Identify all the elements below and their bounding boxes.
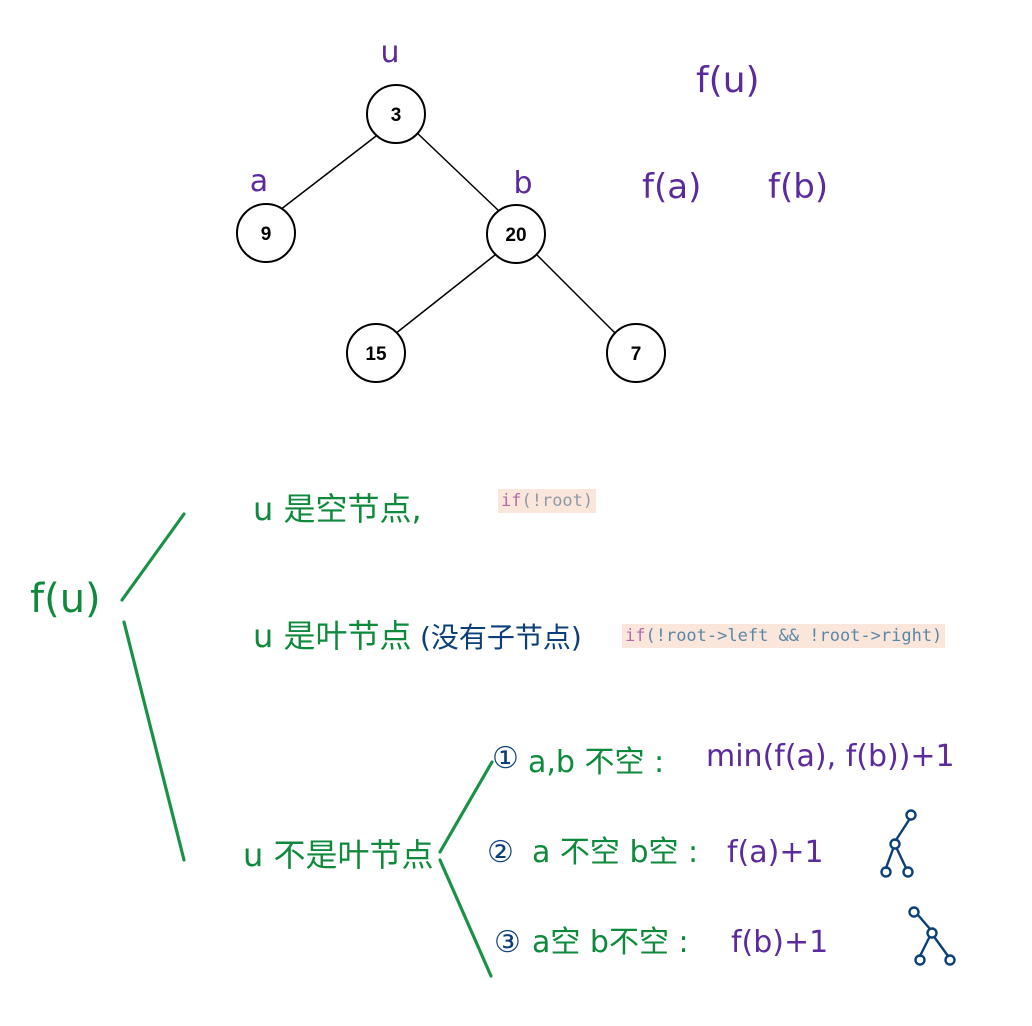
subbranch-line-bottom <box>438 858 493 978</box>
label-u: u <box>380 35 399 70</box>
case1-text: u 是空节点, <box>253 490 422 528</box>
branch-line-top <box>120 512 186 602</box>
sub2-formula: f(a)+1 <box>727 835 824 870</box>
case1-code: if(!root) <box>498 489 597 513</box>
label-a: a <box>250 164 268 199</box>
sub1-condition: a,b 不空 : <box>528 745 664 780</box>
edge-right-rightleft <box>394 254 496 335</box>
case2-text: u 是叶节点 <box>253 617 411 655</box>
edge-root-right <box>413 129 501 213</box>
label-b: b <box>513 166 532 201</box>
case3-text: u 不是叶节点 <box>243 836 433 874</box>
sub1-formula: min(f(a), f(b))+1 <box>706 739 955 774</box>
node-value: 7 <box>631 344 642 365</box>
code-keyword: if <box>501 491 522 511</box>
edge-root-left <box>279 132 381 211</box>
note-fa: f(a) <box>642 167 701 207</box>
sub3-formula: f(b)+1 <box>731 925 828 960</box>
left-chain-tree-sketch-icon <box>880 809 917 878</box>
branch-line-bottom <box>122 620 186 862</box>
case2-code: if(!root->left && !root->right) <box>622 624 946 648</box>
sub2-number: ② <box>487 835 514 870</box>
subbranch-line-top <box>438 760 494 854</box>
node-value: 9 <box>261 224 272 245</box>
node-value: 20 <box>505 225 526 246</box>
code-body: (!root->left && !root->right) <box>645 626 943 646</box>
case2-note: (没有子节点) <box>420 621 582 654</box>
tree-node-root: 3 <box>366 84 426 144</box>
node-value: 15 <box>365 344 387 365</box>
note-fb: f(b) <box>768 167 828 207</box>
sub2-condition: a 不空 b空 : <box>532 835 698 870</box>
main-fu-label: f(u) <box>30 576 101 622</box>
tree-node-right-left: 15 <box>346 323 406 383</box>
right-chain-tree-sketch-icon <box>908 906 956 966</box>
edge-right-rightright <box>535 253 617 335</box>
tree-node-right: 20 <box>486 204 546 264</box>
tree-node-right-right: 7 <box>606 323 666 383</box>
tree-node-left: 9 <box>236 203 296 263</box>
sub3-number: ③ <box>494 925 521 960</box>
sub3-condition: a空 b不空 : <box>532 925 689 960</box>
node-value: 3 <box>391 105 402 126</box>
sub1-number: ① <box>492 741 519 776</box>
code-body: (!root) <box>521 491 594 511</box>
code-keyword: if <box>625 626 646 646</box>
note-fu: f(u) <box>696 60 760 101</box>
